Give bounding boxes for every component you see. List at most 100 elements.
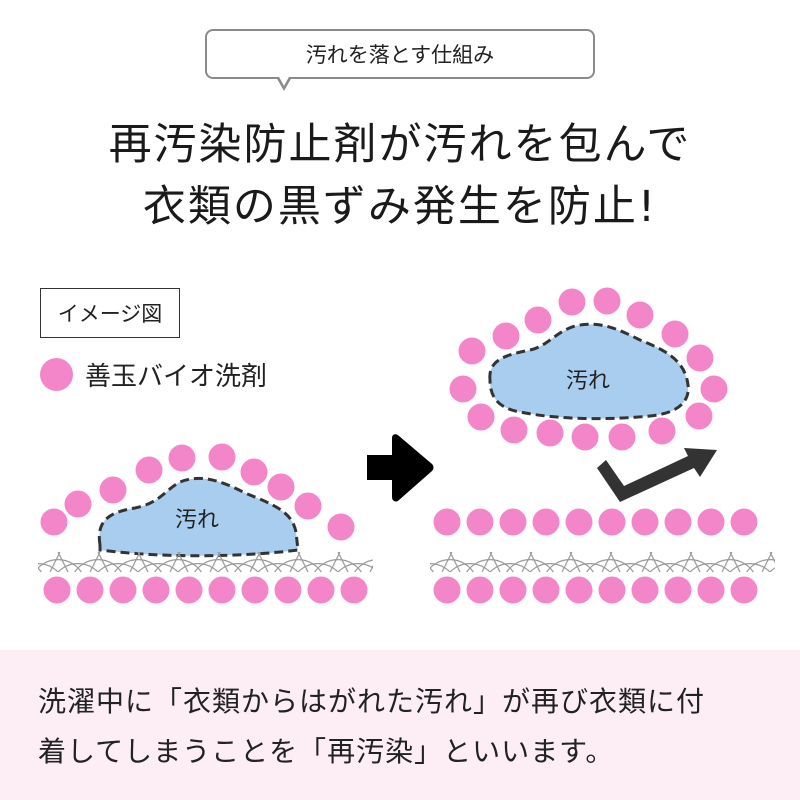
- detergent-dot: [664, 508, 692, 536]
- fabric-thread: [194, 559, 242, 572]
- detergent-dot: [340, 576, 368, 604]
- fabric-thread: [137, 563, 179, 572]
- detergent-dot: [697, 508, 725, 536]
- fabric-thread: [506, 559, 554, 572]
- fabric-thread: [274, 559, 322, 572]
- fabric-thread: [721, 551, 741, 572]
- fabric-thread: [769, 567, 775, 572]
- fabric-thread: [430, 559, 474, 572]
- fabric-thread: [586, 559, 634, 572]
- fabric-thread: [169, 551, 189, 572]
- detergent-dot: [433, 508, 461, 536]
- fabric-thread: [441, 551, 461, 572]
- fabric-thread: [354, 559, 373, 572]
- detergent-dot: [524, 306, 552, 334]
- fabric-thread: [609, 563, 651, 572]
- detergent-dot: [598, 576, 626, 604]
- fabric-thread: [217, 563, 259, 572]
- detergent-dots-after: [433, 287, 758, 604]
- detergent-dot: [532, 508, 560, 536]
- detergent-dot: [241, 576, 269, 604]
- detergent-dot: [76, 576, 104, 604]
- fabric-thread: [449, 563, 491, 572]
- detergent-dot: [499, 576, 527, 604]
- fabric-thread: [209, 551, 229, 572]
- detergent-dot: [327, 513, 355, 541]
- diagram: 汚れ 汚れ: [10, 287, 775, 604]
- fabric-thread: [249, 551, 269, 572]
- fabric-thread: [761, 551, 775, 572]
- fabric-thread: [489, 563, 531, 572]
- fabric-thread: [546, 559, 594, 572]
- detergent-dot: [208, 443, 236, 471]
- detergent-dot: [492, 322, 520, 350]
- fabric-thread: [746, 559, 775, 572]
- detergent-dot: [294, 492, 322, 520]
- fabric-before: [10, 551, 373, 572]
- explanation-line-1: 洗濯中に「衣類からはがれた汚れ」が再び衣類に付: [38, 685, 706, 718]
- detergent-dot: [142, 576, 170, 604]
- fabric-thread: [297, 563, 339, 572]
- transition-arrow-icon: [367, 434, 434, 502]
- fabric-thread: [466, 559, 514, 572]
- fabric-thread: [689, 563, 731, 572]
- detergent-dot: [686, 344, 714, 372]
- detergent-dot: [648, 417, 676, 445]
- fabric-thread: [57, 563, 99, 572]
- dirt-blob-after: [488, 322, 690, 421]
- detergent-dot: [593, 287, 621, 315]
- detergent-dot: [40, 508, 68, 536]
- after-panel: 汚れ: [430, 287, 775, 604]
- detergent-dot: [626, 301, 654, 329]
- detergent-dots-before: [40, 443, 368, 604]
- image-label-text: イメージ図: [57, 302, 163, 326]
- detergent-dot: [43, 576, 71, 604]
- detergent-dot: [631, 576, 659, 604]
- detergent-dot: [536, 419, 564, 447]
- detergent-dot: [730, 576, 758, 604]
- detergent-dot: [631, 508, 659, 536]
- fabric-thread: [49, 551, 69, 572]
- fabric-thread: [38, 559, 82, 572]
- fabric-thread: [329, 551, 349, 572]
- fabric-thread: [649, 563, 691, 572]
- headline-line-1: 再汚染防止剤が汚れを包んで: [108, 120, 692, 170]
- detergent-dot: [565, 508, 593, 536]
- fabric-thread: [681, 551, 701, 572]
- detergent-dot: [109, 576, 137, 604]
- legend: 善玉バイオ洗剤: [40, 356, 267, 393]
- fabric-thread: [177, 563, 219, 572]
- detergent-dot: [571, 423, 599, 451]
- fabric-thread: [601, 551, 621, 572]
- fabric-thread: [10, 552, 28, 572]
- detergent-dot: [664, 576, 692, 604]
- detergent-dot: [500, 416, 528, 444]
- callout-bubble: 汚れを落とす仕組み: [205, 29, 595, 79]
- headline-line-2: 衣類の黒ずみ発生を防止!: [142, 182, 658, 232]
- before-panel: 汚れ: [10, 443, 373, 604]
- fabric-thread: [154, 559, 202, 572]
- fabric-thread: [626, 559, 674, 572]
- callout-tail: [276, 75, 292, 91]
- fabric-thread: [706, 559, 754, 572]
- fabric-thread: [289, 551, 309, 572]
- fabric-thread: [521, 551, 541, 572]
- detergent-dot: [467, 403, 495, 431]
- detergent-dot: [175, 576, 203, 604]
- explanation-line-2: 着してしまうことを「再汚染」といいます。: [38, 735, 615, 768]
- detergent-dot: [661, 320, 689, 348]
- explanation-band: [0, 650, 800, 800]
- fabric-thread: [337, 563, 373, 572]
- fabric-thread: [74, 559, 122, 572]
- detergent-dot: [433, 576, 461, 604]
- fabric-thread: [481, 551, 501, 572]
- fabric-thread: [97, 563, 139, 572]
- detergent-dot: [700, 375, 728, 403]
- fabric-thread: [129, 551, 149, 572]
- detergent-dot: [565, 576, 593, 604]
- fabric-after: [430, 551, 775, 572]
- fabric-thread: [729, 563, 771, 572]
- detergent-dot: [240, 458, 268, 486]
- detergent-dot: [608, 423, 636, 451]
- dirt-label-before: 汚れ: [175, 508, 219, 533]
